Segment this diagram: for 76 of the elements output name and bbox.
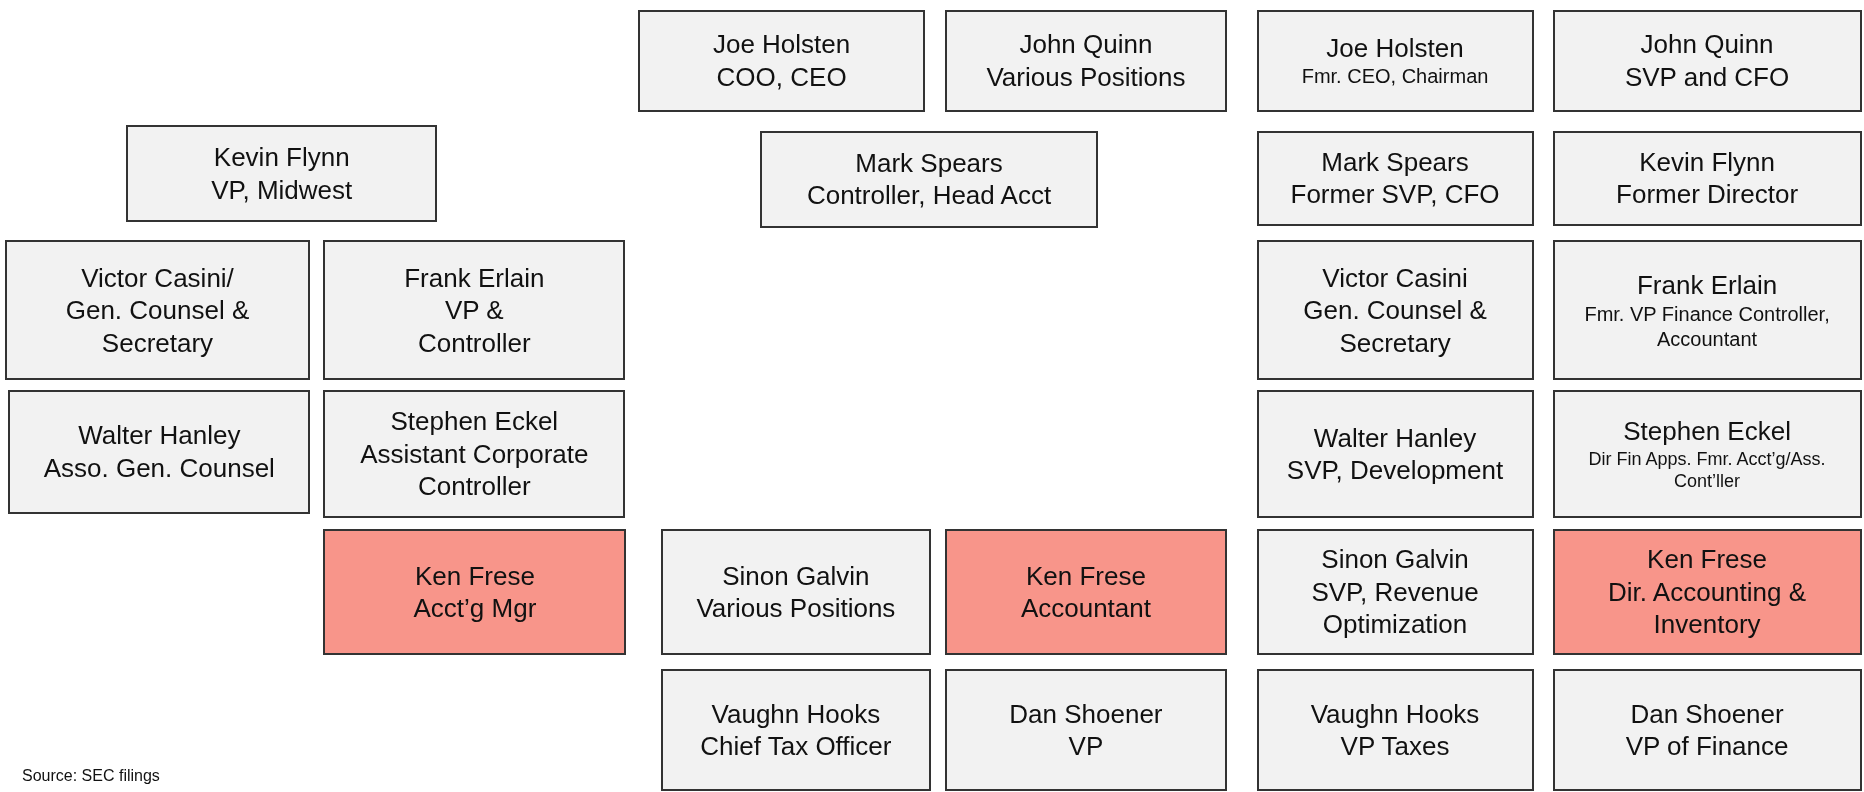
job-title: Former Director <box>1616 178 1799 211</box>
highlighted-person-box <box>323 529 627 655</box>
person-box <box>1552 130 1862 226</box>
person-name: Joe Holsten <box>1326 31 1464 65</box>
job-title: Former SVP, CFO <box>1290 178 1500 211</box>
person-name: Stephen Eckel <box>1623 415 1791 448</box>
job-title: Controller, Head Acct <box>806 179 1052 212</box>
person-box <box>4 240 311 381</box>
person-box <box>1256 130 1534 226</box>
person-name: Kevin Flynn <box>213 141 350 174</box>
person-box <box>323 389 626 519</box>
person-name: Vaughn Hooks <box>711 697 881 731</box>
person-name: John Quinn <box>1019 28 1153 61</box>
person-name: Ken Frese <box>1025 559 1146 592</box>
person-box <box>126 124 438 223</box>
job-title: VP & Controller <box>416 294 532 359</box>
person-name: Ken Frese <box>1647 543 1768 576</box>
job-title: Dir Fin Apps. Fmr. Acct’g/Ass. Cont’ller <box>1587 447 1827 493</box>
job-title: VP <box>1068 730 1104 763</box>
job-title: Accountant <box>1020 592 1151 625</box>
person-box <box>660 529 931 655</box>
person-box <box>638 9 925 112</box>
job-title: VP of Finance <box>1625 730 1789 763</box>
person-name: Frank Erlain <box>1637 269 1778 302</box>
person-box <box>660 669 931 791</box>
person-box <box>1552 389 1862 519</box>
person-box <box>1552 9 1862 112</box>
job-title: Acct’g Mgr <box>413 592 537 625</box>
person-box <box>759 130 1099 229</box>
person-name: Dan Shoener <box>1009 697 1163 731</box>
person-name: Stephen Eckel <box>390 405 559 438</box>
person-box <box>945 669 1227 791</box>
person-name: Ken Frese <box>414 559 535 592</box>
person-name: Victor Casini/ <box>81 261 234 294</box>
highlighted-person-box <box>945 529 1227 655</box>
person-name: Joe Holsten <box>712 28 851 61</box>
job-title: VP, Midwest <box>211 173 353 207</box>
job-title: Gen. Counsel & Secretary <box>1302 294 1488 359</box>
job-title: Dir. Accounting & Inventory <box>1607 575 1808 641</box>
job-title: Chief Tax Officer <box>700 730 892 763</box>
person-name: Sinon Galvin <box>1321 543 1469 576</box>
person-box <box>945 9 1227 112</box>
person-box <box>1256 529 1534 655</box>
job-title: VP Taxes <box>1340 730 1450 763</box>
person-name: John Quinn <box>1640 28 1774 61</box>
person-name: Walter Hanley <box>1313 421 1477 455</box>
job-title: Fmr. VP Finance Controller, Accountant <box>1583 301 1831 352</box>
person-box <box>1256 669 1534 791</box>
job-title: Assistant Corporate Controller <box>359 437 590 503</box>
job-title: Various Positions <box>696 592 896 625</box>
highlighted-person-box <box>1552 529 1862 655</box>
person-box <box>1256 9 1534 112</box>
person-name: Dan Shoener <box>1630 697 1784 731</box>
person-box <box>1256 389 1534 519</box>
job-title: Asso. Gen. Counsel <box>43 451 275 485</box>
person-name: Sinon Galvin <box>722 559 870 592</box>
source-note: Source: SEC filings <box>22 766 160 786</box>
job-title: SVP, Development <box>1286 454 1504 487</box>
job-title: Fmr. CEO, Chairman <box>1301 64 1489 90</box>
person-box <box>1256 240 1534 381</box>
person-box <box>323 240 626 381</box>
person-name: Frank Erlain <box>404 261 545 294</box>
person-box <box>8 389 311 514</box>
person-box <box>1552 669 1862 791</box>
job-title: Various Positions <box>986 60 1186 94</box>
person-name: Victor Casini <box>1322 261 1468 294</box>
person-name: Mark Spears <box>855 147 1003 180</box>
person-name: Walter Hanley <box>78 419 241 452</box>
person-box <box>1552 240 1862 381</box>
job-title: Gen. Counsel & Secretary <box>64 294 251 359</box>
person-name: Mark Spears <box>1321 145 1469 179</box>
job-title: SVP and CFO <box>1624 60 1790 94</box>
job-title: COO, CEO <box>716 60 847 94</box>
person-name: Kevin Flynn <box>1639 145 1775 179</box>
job-title: SVP, Revenue Optimization <box>1310 575 1480 641</box>
person-name: Vaughn Hooks <box>1310 697 1480 731</box>
